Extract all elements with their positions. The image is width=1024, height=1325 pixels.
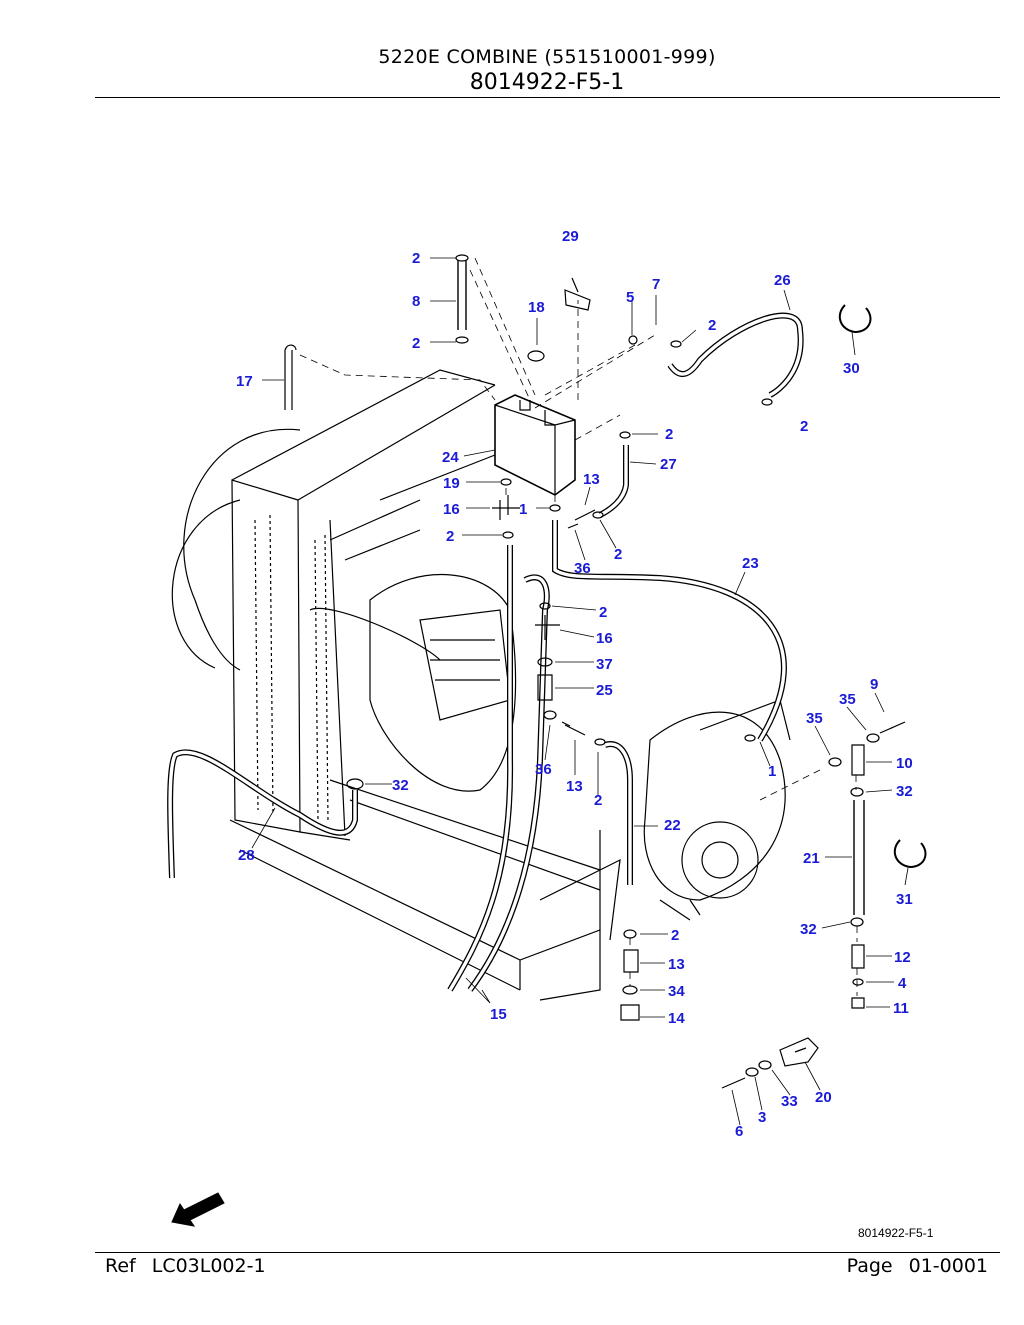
hose-26 — [667, 312, 804, 398]
document-subtitle: 8014922-F5-1 — [469, 70, 625, 95]
callout-2: 2 — [599, 604, 607, 621]
fittings — [346, 254, 906, 1089]
clamp-31 — [893, 839, 927, 869]
callout-2: 2 — [614, 546, 622, 563]
callout-2: 2 — [671, 927, 679, 944]
callout-6: 6 — [735, 1123, 743, 1140]
callout-2: 2 — [594, 792, 602, 809]
ref-label: Ref — [105, 1255, 136, 1277]
filler-cap — [564, 277, 591, 311]
callout-5: 5 — [626, 289, 634, 306]
footer-ref: Ref LC03L002-1 — [105, 1255, 282, 1277]
footer-page: Page 01-0001 — [847, 1255, 988, 1277]
callout-22: 22 — [664, 817, 681, 834]
callout-15: 15 — [490, 1006, 507, 1023]
callout-10: 10 — [896, 755, 913, 772]
callout-1: 1 — [768, 763, 776, 780]
tube-8 — [457, 260, 467, 330]
callout-36: 36 — [535, 761, 552, 778]
callout-35: 35 — [806, 710, 823, 727]
callout-13: 13 — [566, 778, 583, 795]
callout-32: 32 — [392, 777, 409, 794]
callout-35: 35 — [839, 691, 856, 708]
ref-value: LC03L002-1 — [151, 1255, 266, 1277]
callout-11: 11 — [893, 1000, 909, 1017]
callout-29: 29 — [562, 228, 579, 245]
lower-frame — [229, 779, 621, 1001]
leader-lines — [251, 257, 909, 1126]
callout-19: 19 — [443, 475, 460, 492]
callout-32: 32 — [896, 783, 913, 800]
callout-30: 30 — [843, 360, 860, 377]
callout-12: 12 — [894, 949, 911, 966]
callout-16: 16 — [443, 501, 460, 518]
callout-16: 16 — [596, 630, 613, 647]
callout-25: 25 — [596, 682, 613, 699]
document-title: 5220E COMBINE (551510001-999) — [378, 46, 716, 68]
pump-assembly — [643, 699, 791, 921]
orientation-arrow-icon — [171, 1192, 225, 1227]
figure-reference: 8014922-F5-1 — [858, 1226, 934, 1240]
hose-23 — [552, 520, 787, 742]
callout-28: 28 — [238, 847, 255, 864]
tube-17 — [284, 344, 297, 410]
radiator-frame — [171, 369, 496, 841]
clamp-30 — [838, 304, 872, 334]
callout-1: 1 — [519, 501, 527, 518]
bracket-20 — [779, 1037, 819, 1067]
callout-17: 17 — [236, 373, 253, 390]
page-number: 01-0001 — [908, 1255, 988, 1277]
callout-36: 36 — [574, 560, 591, 577]
callout-7: 7 — [652, 276, 660, 293]
callout-8: 8 — [412, 293, 420, 310]
callout-23: 23 — [742, 555, 759, 572]
callout-31: 31 — [896, 891, 913, 908]
callout-20: 20 — [815, 1089, 832, 1106]
callout-2: 2 — [446, 528, 454, 545]
hose-22 — [604, 741, 633, 885]
page-label: Page — [846, 1255, 893, 1277]
callout-18: 18 — [528, 299, 545, 316]
assembly-guides — [299, 257, 858, 996]
callout-2: 2 — [708, 317, 716, 334]
footer-rule — [95, 1252, 1000, 1253]
callout-32: 32 — [800, 921, 817, 938]
callout-14: 14 — [668, 1010, 685, 1027]
reservoir-tank — [494, 394, 576, 496]
header-rule — [95, 97, 1000, 98]
callout-4: 4 — [898, 975, 907, 992]
tube-21 — [853, 800, 865, 915]
callout-2: 2 — [412, 250, 420, 267]
callout-24: 24 — [442, 449, 459, 466]
callout-26: 26 — [774, 272, 791, 289]
callout-3: 3 — [758, 1109, 766, 1126]
callout-2: 2 — [412, 335, 420, 352]
callout-27: 27 — [660, 456, 677, 473]
callout-labels: 29 2 8 2 18 5 7 26 2 30 17 2 2 24 27 19 … — [236, 228, 913, 1140]
callout-13: 13 — [583, 471, 600, 488]
callout-21: 21 — [803, 850, 820, 867]
callout-2: 2 — [800, 418, 808, 435]
callout-13: 13 — [668, 956, 685, 973]
callout-2: 2 — [665, 426, 673, 443]
hose-15 — [447, 545, 514, 992]
callout-37: 37 — [596, 656, 613, 673]
callout-34: 34 — [668, 983, 685, 1000]
callout-9: 9 — [870, 676, 878, 693]
callout-33: 33 — [781, 1093, 798, 1110]
